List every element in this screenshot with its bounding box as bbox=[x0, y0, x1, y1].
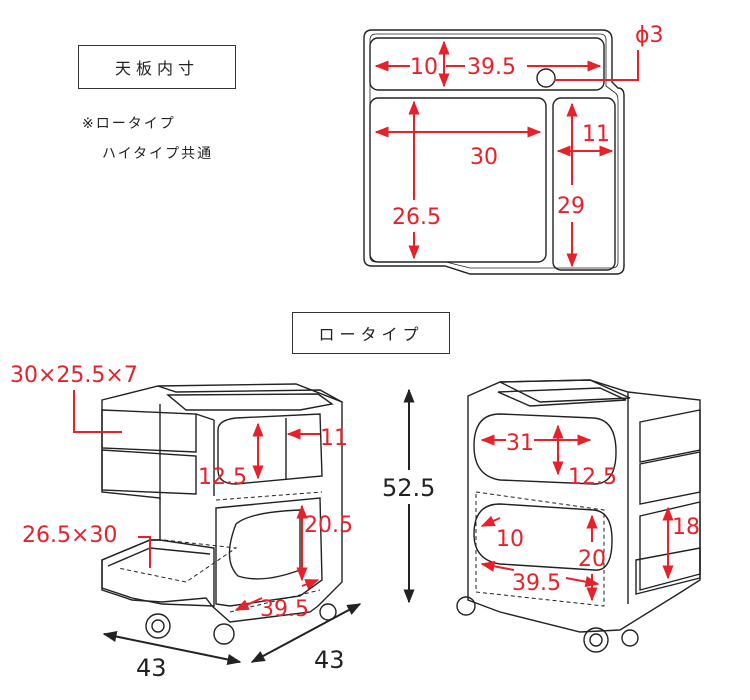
dim-base-width: 43 bbox=[314, 646, 345, 674]
dim-pocket-width: 11 bbox=[320, 426, 348, 451]
plan-outline bbox=[363, 29, 625, 275]
back-oval-upper bbox=[473, 413, 617, 485]
back-cabinet bbox=[456, 379, 701, 653]
wheel-back-left bbox=[456, 596, 476, 616]
base-dim-labels: 43 43 52.5 bbox=[136, 474, 435, 682]
dim-slot-depth: 10 bbox=[410, 55, 438, 80]
front-dimensions bbox=[73, 390, 320, 611]
wheel-front-left bbox=[145, 613, 171, 639]
back-top bbox=[499, 379, 631, 403]
large-compartment bbox=[369, 97, 547, 263]
dim-shelf-height: 20.5 bbox=[304, 513, 353, 538]
plan-inner-outline bbox=[369, 33, 619, 269]
cabinet-top bbox=[157, 385, 343, 403]
dim-hole: ϕ3 bbox=[635, 23, 664, 48]
wheel-back-center bbox=[583, 627, 609, 653]
top-plan-dim-labels: 10 39.5 ϕ3 30 26.5 11 29 bbox=[392, 23, 664, 230]
back-dimensions bbox=[480, 424, 674, 602]
back-top-inner bbox=[497, 387, 627, 407]
note-line-1: ※ロータイプ bbox=[82, 116, 176, 132]
top-plan-dimensions bbox=[374, 40, 639, 268]
wheel-back-center-inner bbox=[589, 633, 603, 647]
front-shelf-oval bbox=[228, 509, 301, 580]
dim-big-width: 30 bbox=[470, 145, 498, 170]
top-panel-title: 天板内寸 bbox=[78, 45, 236, 89]
wheel-front-right bbox=[213, 623, 235, 645]
dim-drawer: 30×25.5×7 bbox=[10, 363, 138, 388]
dim-small-depth: 29 bbox=[557, 194, 585, 219]
dim-back-shelf-width: 39.5 bbox=[512, 571, 561, 596]
dim-back-shelf-height: 20 bbox=[578, 547, 606, 572]
note-line-2: ハイタイプ共通 bbox=[102, 146, 214, 162]
dim-base-depth: 43 bbox=[136, 654, 167, 682]
dim-big-depth: 26.5 bbox=[392, 205, 441, 230]
cabinet-body bbox=[101, 383, 343, 623]
front-pocket bbox=[217, 413, 323, 485]
dim-total-height: 52.5 bbox=[382, 474, 435, 502]
dim-small-width: 11 bbox=[582, 122, 610, 147]
tray bbox=[101, 539, 215, 607]
dim-tray: 26.5×30 bbox=[22, 523, 117, 548]
side-drawer-1 bbox=[639, 409, 701, 463]
dim-back-shelf-depth: 10 bbox=[496, 527, 524, 552]
cabinet-top-inner bbox=[166, 393, 334, 411]
dim-side-height: 18 bbox=[672, 515, 700, 540]
front-dim-labels: 30×25.5×7 26.5×30 11 12.5 20.5 39.5 bbox=[10, 363, 353, 622]
back-oval-lower bbox=[473, 503, 613, 571]
top-plan-view bbox=[363, 29, 625, 275]
small-compartment bbox=[552, 97, 616, 271]
drawer-2 bbox=[101, 449, 197, 495]
dim-pocket-height: 12.5 bbox=[198, 465, 247, 490]
slot-compartment bbox=[369, 37, 605, 91]
wheel-front-left-inner bbox=[151, 619, 165, 633]
back-hidden-lines bbox=[475, 491, 605, 607]
dim-slot-width: 39.5 bbox=[467, 55, 516, 80]
dim-back-oval: 31 bbox=[506, 431, 534, 456]
wheel-back-far bbox=[621, 629, 639, 647]
drawer-1 bbox=[101, 409, 197, 453]
dim-shelf-width: 39.5 bbox=[260, 597, 309, 622]
front-shelf bbox=[215, 497, 323, 607]
base-dimensions bbox=[102, 388, 415, 665]
pen-hole bbox=[536, 68, 556, 88]
low-type-title: ロータイプ bbox=[292, 312, 450, 354]
back-dim-labels: 31 12.5 10 20 39.5 18 bbox=[496, 431, 700, 596]
side-drawer-2 bbox=[639, 451, 701, 505]
dim-back-oval-height: 12.5 bbox=[568, 465, 617, 490]
side-tray bbox=[635, 547, 701, 595]
